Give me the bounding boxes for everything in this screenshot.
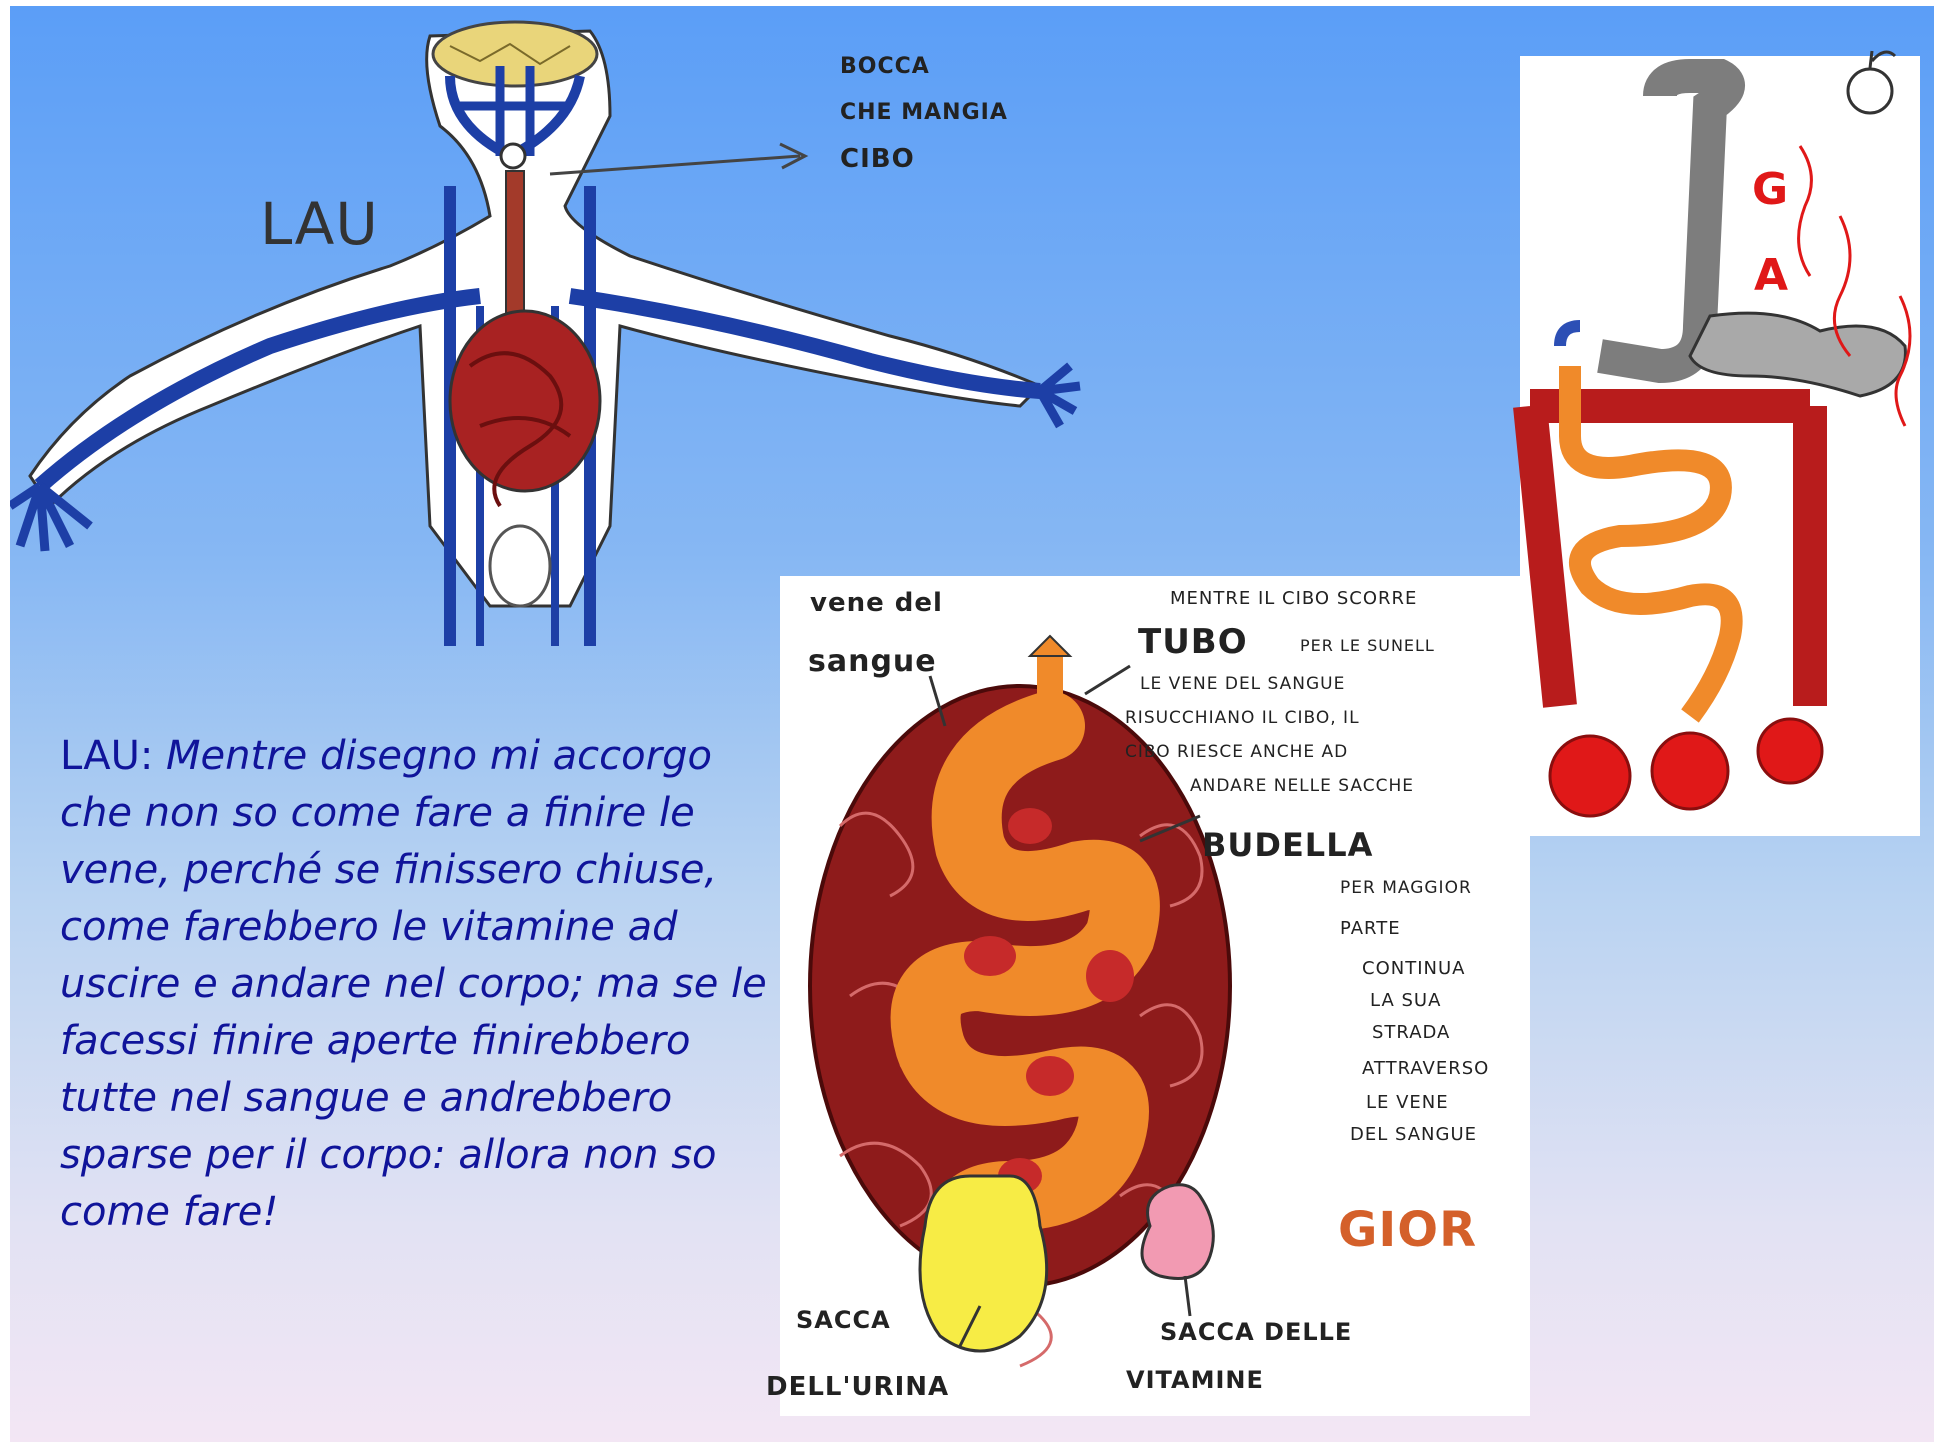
gut-desc-line7: LE VENE xyxy=(1366,1092,1449,1113)
gut-desc-line4: LA SUA xyxy=(1370,990,1441,1011)
mouth-label-line1: BOCCA xyxy=(840,54,930,79)
mouth-shape xyxy=(501,144,525,168)
gut-desc-line8: DEL SANGUE xyxy=(1350,1124,1477,1145)
right-author-letter-a: A xyxy=(1754,250,1789,301)
intestine-shape xyxy=(450,311,600,491)
vitamin-sac-label-line2: VITAMINE xyxy=(1126,1366,1264,1394)
gut-desc-line5: STRADA xyxy=(1372,1022,1450,1043)
veins-label-line1: vene del xyxy=(810,588,943,618)
right-author-letter-g: G xyxy=(1752,164,1789,215)
left-author-label: LAU xyxy=(260,190,379,258)
mouth-label-line3: CIBO xyxy=(840,144,915,174)
caption-text: LAU: Mentre disegno mi accorgo che non s… xyxy=(60,728,780,1241)
tube-desc-line2: LE VENE DEL SANGUE xyxy=(1140,674,1345,694)
gut-desc-line2: PARTE xyxy=(1340,918,1401,939)
tube-desc-line1: PER LE SUNELL xyxy=(1300,636,1435,655)
gut-desc-line3: CONTINUA xyxy=(1362,958,1465,979)
gut-label: BUDELLA xyxy=(1202,826,1373,864)
right-digestive-drawing xyxy=(1500,16,1930,836)
center-author-label: GIOR xyxy=(1338,1202,1477,1258)
gut-desc-line1: PER MAGGIOR xyxy=(1340,878,1472,898)
urine-sac-shape xyxy=(920,1176,1047,1351)
tube-desc-line5: ANDARE NELLE SACCHE xyxy=(1190,776,1414,796)
caption-quote: Mentre disegno mi accorgo che non so com… xyxy=(60,733,767,1235)
urine-sac-label-line1: SACCA xyxy=(796,1306,891,1334)
apple-shape xyxy=(1848,69,1892,113)
caption-speaker: LAU: xyxy=(60,733,166,779)
food-flow-label: MENTRE IL CIBO SCORRE xyxy=(1170,588,1417,609)
brain-shape xyxy=(433,22,597,86)
urine-sac-label-line2: DELL'URINA xyxy=(766,1372,949,1402)
vitamin-sac-label-line1: SACCA DELLE xyxy=(1160,1318,1352,1346)
gut-desc-line6: ATTRAVERSO xyxy=(1362,1058,1489,1079)
veins-label-line2: sangue xyxy=(808,644,937,679)
mouth-label-line2: CHE MANGIA xyxy=(840,100,1008,125)
tube-desc-line3: RISUCCHIANO IL CIBO, IL xyxy=(1125,708,1360,728)
tube-label: TUBO xyxy=(1138,622,1248,662)
slide-background: LAU BOCCA CHE MANGIA CIBO G A xyxy=(10,6,1934,1442)
vitamin-sac-shape xyxy=(1142,1185,1213,1279)
tube-desc-line4: CIBO RIESCE ANCHE AD xyxy=(1125,742,1348,762)
